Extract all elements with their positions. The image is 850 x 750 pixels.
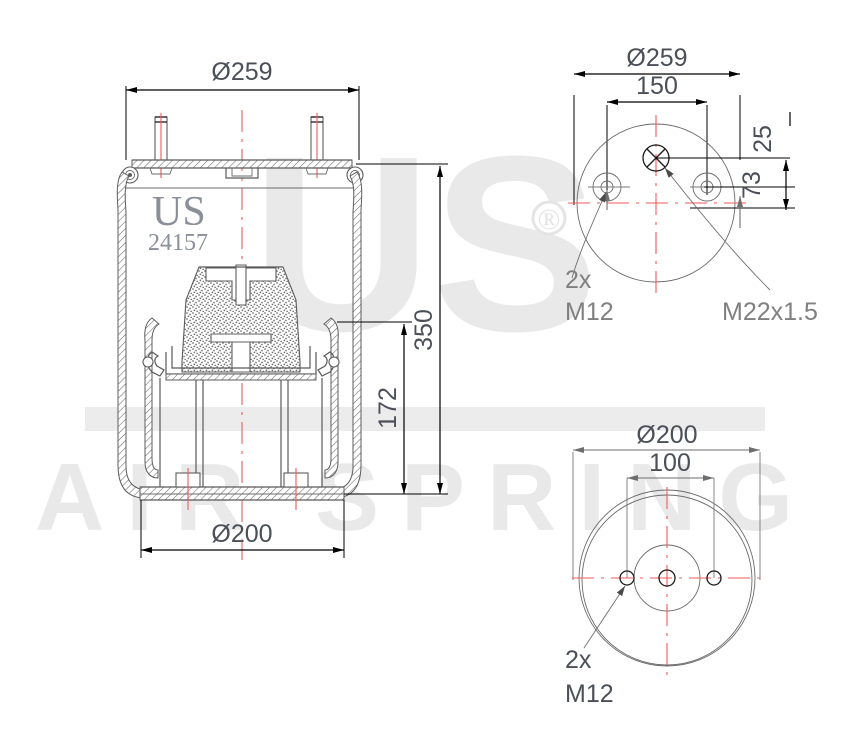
dim-top-plate-bolt-spacing: 150 xyxy=(606,72,708,195)
piston-top-plate xyxy=(142,346,340,381)
dim-label-top-plate-port-offset: 25 xyxy=(749,125,777,153)
top-plate-port-thread: M22x1.5 xyxy=(722,298,818,326)
main-section-view: Ø259 xyxy=(116,58,448,560)
part-number-text: 24157 xyxy=(148,230,208,256)
dim-label-top-plate-diameter: Ø259 xyxy=(626,44,687,72)
dim-bottom-diameter: Ø200 xyxy=(140,500,345,558)
top-plate-stud-thread: M12 xyxy=(565,298,614,326)
dim-top-plate-diameter: Ø259 xyxy=(573,44,741,205)
bottom-plate-stud-count: 2x xyxy=(565,646,592,674)
bottom-plate-stud-thread: M12 xyxy=(565,680,614,708)
top-plate-stud-count: 2x xyxy=(565,266,592,294)
dim-top-plate-bolt-offset: 73 xyxy=(604,160,795,228)
dim-label-bottom-plate-diameter: Ø200 xyxy=(636,421,697,449)
watermark-registered-circle xyxy=(531,200,567,236)
piston-base-plate xyxy=(139,468,400,510)
top-plate-stud-leader xyxy=(571,191,607,279)
piston-cylinder xyxy=(159,378,323,487)
dim-label-top-diameter: Ø259 xyxy=(211,58,272,86)
dim-label-top-plate-bolt-spacing: 150 xyxy=(636,72,678,100)
bottom-plate-stud-right xyxy=(706,570,722,586)
dim-label-piston-height: 172 xyxy=(374,387,402,429)
dim-bottom-plate-bolt-spacing: 100 xyxy=(626,449,715,578)
bottom-plate-stud-left xyxy=(619,570,635,586)
top-plate-view: Ø259 150 xyxy=(565,44,818,326)
watermark-us: US xyxy=(251,104,598,383)
dim-label-top-plate-bolt-offset: 73 xyxy=(738,171,766,199)
dim-bottom-plate-diameter: Ø200 xyxy=(572,421,761,580)
dim-top-plate-port-offset: 25 xyxy=(656,98,791,160)
dim-label-bottom-diameter: Ø200 xyxy=(211,520,272,548)
dim-piston-height: 172 xyxy=(337,321,412,494)
dim-top-diameter: Ø259 xyxy=(125,58,360,160)
bottom-plate-view: Ø200 100 2x M12 xyxy=(565,421,762,708)
brand-logo-text: US xyxy=(152,189,206,235)
top-plate-port-leader xyxy=(664,167,771,291)
bottom-plate-center-hole xyxy=(658,569,676,587)
dim-label-bottom-plate-bolt-spacing: 100 xyxy=(649,449,691,477)
bottom-plate-stud-leader xyxy=(583,585,626,649)
watermark-bar xyxy=(85,407,765,431)
dim-label-overall-height: 350 xyxy=(410,309,438,351)
dim-overall-height: 350 xyxy=(344,163,448,495)
watermark-registered-mark: ® xyxy=(538,203,561,236)
rubber-bumper xyxy=(181,264,301,373)
